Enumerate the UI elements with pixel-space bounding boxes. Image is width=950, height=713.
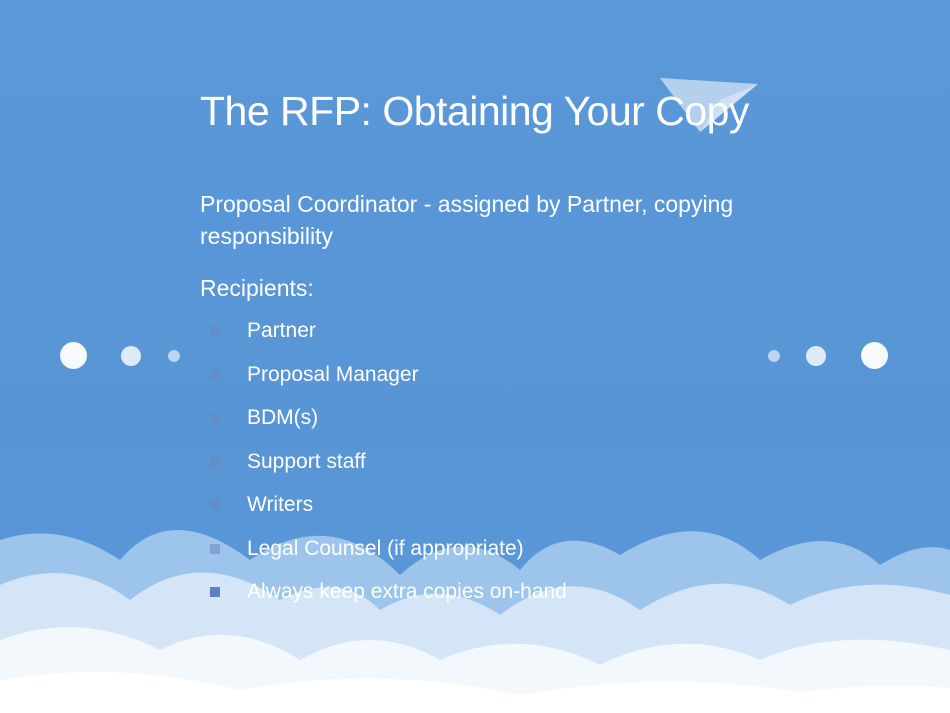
paper-plane-icon [660, 78, 758, 132]
list-item-text: Always keep extra copies on-hand [247, 580, 567, 603]
list-item-text: Partner [247, 319, 316, 342]
bullet-square-icon [210, 456, 220, 467]
decorative-dot [168, 350, 180, 362]
list-item-text: Legal Counsel (if appropriate) [247, 536, 524, 560]
list-item-text: Proposal Manager [247, 362, 419, 386]
bullet-square-icon [210, 369, 220, 380]
decorative-dot [806, 346, 826, 366]
list-item-text: Support staff [247, 449, 366, 473]
bullet-square-icon [210, 413, 220, 423]
slide-title: The RFP: Obtaining Your Copy [200, 88, 749, 134]
decorative-dot [121, 346, 141, 366]
bullet-square-icon [210, 543, 220, 554]
bullet-square-icon [210, 326, 220, 336]
decorative-dot [768, 350, 780, 362]
cloud-bank [0, 530, 950, 713]
recipients-heading: Recipients: [200, 275, 314, 301]
bullet-square-icon [210, 500, 220, 510]
list-item-text: BDM(s) [247, 406, 319, 429]
decorative-dot [60, 342, 87, 369]
coordinator-line: Proposal Coordinator - assigned by Partn… [200, 191, 734, 249]
bullet-square-icon [210, 587, 220, 597]
decorative-dot [861, 342, 888, 369]
list-item-text: Writers [247, 493, 314, 516]
